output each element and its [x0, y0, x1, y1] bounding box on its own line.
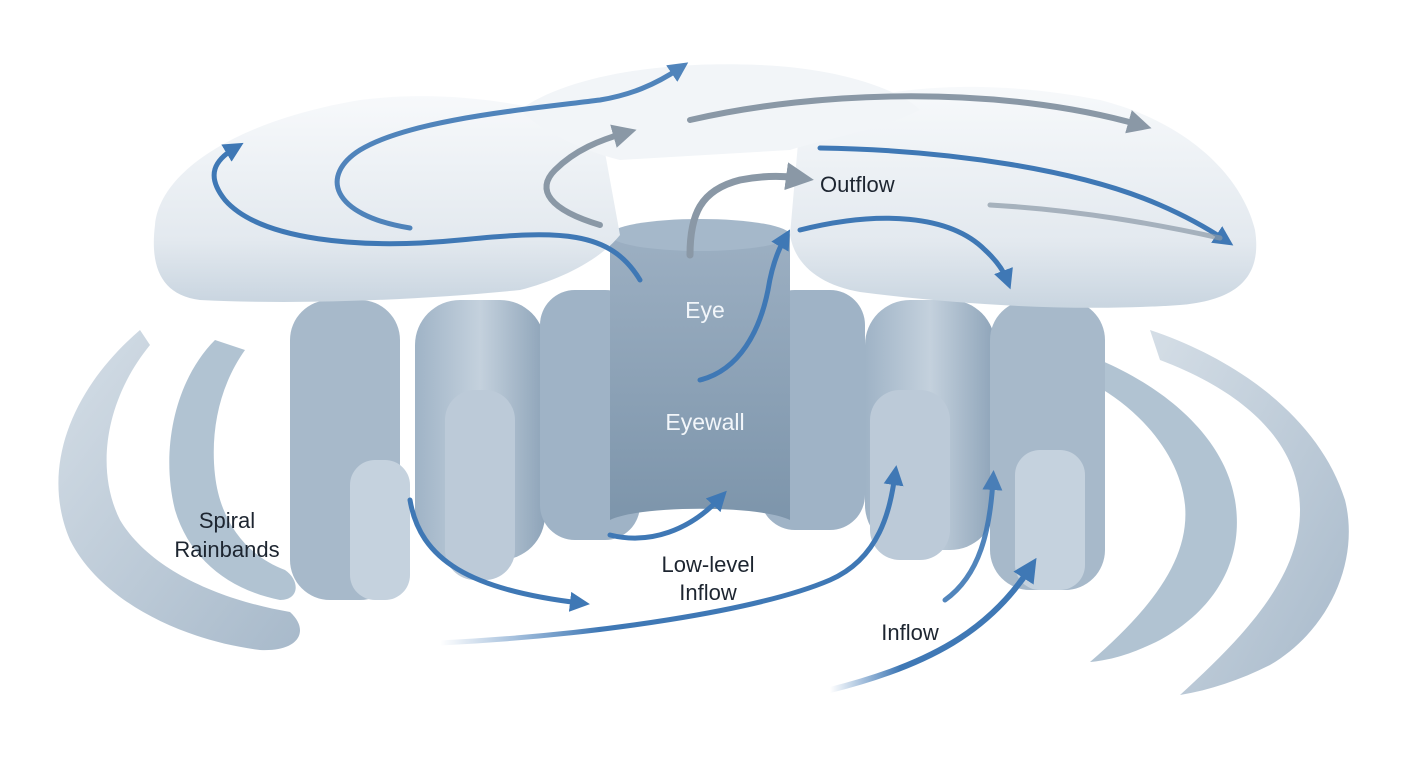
outflow-arrow-eye-up	[686, 162, 814, 259]
label-eyewall: Eyewall	[665, 409, 744, 435]
spiral-rainbands	[58, 330, 1349, 695]
rainband-right-outer	[1150, 330, 1349, 695]
rainband-left-inner	[169, 340, 296, 600]
canopy-left	[153, 96, 620, 302]
eye-core	[610, 219, 790, 520]
label-low-level-inflow-line1: Low-level	[662, 552, 755, 577]
label-low-level-inflow-line2: Inflow	[679, 580, 737, 605]
diagram-labels: Outflow Eye Eyewall Spiral Rainbands Low…	[174, 172, 938, 645]
outflow-arrow-upper-left	[334, 62, 689, 231]
inflow-arrow-right-bottom	[827, 557, 1037, 693]
label-outflow: Outflow	[820, 172, 895, 197]
label-spiral-rainbands-line2: Rainbands	[174, 537, 279, 562]
outflow-arrow-right-gray	[987, 202, 1223, 241]
rainband-left-outer	[58, 330, 300, 651]
canopy-right	[790, 86, 1257, 308]
outflow-arrow-left-loop	[211, 142, 643, 283]
label-eye: Eye	[685, 297, 725, 323]
outflow-arrow-right-long	[817, 145, 1234, 246]
outflow-arrow-upper-center	[543, 124, 637, 228]
inflow-arrow-right-short	[942, 470, 1003, 603]
label-spiral-rainbands-line1: Spiral	[199, 508, 255, 533]
outflow-arrows	[211, 62, 1234, 383]
outflow-arrow-top-right	[687, 93, 1152, 134]
updraft-arrow-eyewall	[697, 229, 791, 383]
low-level-inflow-arrow	[607, 490, 727, 541]
label-inflow: Inflow	[881, 620, 939, 645]
outflow-arrow-right-down	[797, 215, 1013, 290]
inflow-arrow-left-curve	[407, 497, 590, 612]
inflow-arrow-long-bottom	[437, 465, 904, 646]
inflow-arrows	[407, 465, 1037, 693]
rainband-right-inner	[1090, 360, 1237, 662]
